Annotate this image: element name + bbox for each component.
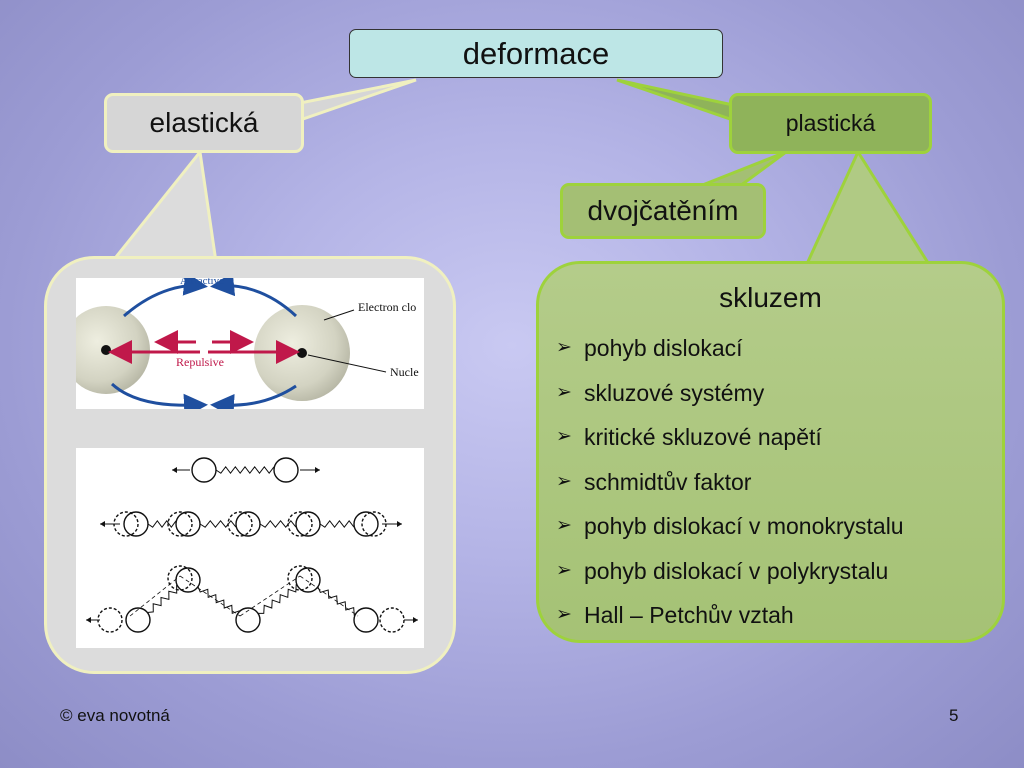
nucleus-leader [307,354,387,373]
twinning-label: dvojčatěním [587,195,739,226]
footer-author: © eva novotná [60,706,170,725]
displaced-atom-icon [167,511,193,537]
arrow-bullet-icon: ➢ [556,515,572,536]
displacement-line-icon [299,575,359,617]
attractive-label: Attractive [180,278,224,287]
spring-icon [199,520,237,528]
force-arrowhead-icon [172,467,177,473]
callout-pointer-elastic-title [298,78,417,123]
atom-icon [353,607,379,633]
displaced-atom-icon [97,607,123,633]
attractive-arrow-bottom-right [210,384,297,418]
slip-topic-text: kritické skluzové napětí [584,424,822,450]
atom-icon [353,511,379,537]
displaced-atom-icon [379,607,405,633]
elastic-label: elastická [149,107,259,138]
atom-icon [235,607,261,633]
atom-icon [125,607,151,633]
atom-icon [295,567,321,593]
slip-topic-text: pohyb dislokací v polykrystalu [584,557,889,584]
title-box: deformace [349,29,723,78]
spring-icon [317,586,355,616]
displaced-atom-icon [287,565,313,591]
attractive-arrow-bottom-left [110,382,208,418]
nucleus-label: Nucle [390,365,419,379]
force-arrowhead-icon [397,521,402,527]
force-arrowhead-icon [413,617,418,623]
plastic-panel [536,261,1005,643]
slip-topic-item: ➢ pohyb dislokací [556,330,904,375]
spring-icon [319,519,355,529]
attractive-arrow-top-right [210,272,298,318]
arrow-bullet-icon: ➢ [556,470,572,492]
atomic-bond-diagram: Attractive Repulsive Electron clo Nucle [62,271,419,418]
displacement-line-icon [129,575,181,617]
slip-topic-text: pohyb dislokací v monokrystalu [584,513,904,539]
arrow-bullet-icon: ➢ [556,426,572,447]
attractive-arrow-top-left [123,271,208,318]
callout-pointer-plastic-title [616,78,735,123]
atom-left-icon [62,306,150,394]
force-arrowhead-icon [100,521,105,527]
spring-icon [147,519,177,529]
slip-topic-text: schmidtův faktor [584,468,752,495]
plastic-label: plastická [785,110,876,136]
nucleus-right-icon [297,348,307,358]
atom-spring-figure [76,448,424,648]
arrow-bullet-icon: ➢ [556,559,572,581]
slip-topic-item: ➢ schmidtův faktor [556,464,904,509]
slip-topics-list: ➢ pohyb dislokací ➢ skluzové systémy ➢ kritic… [556,330,904,642]
twinning-box: dvojčatěním [560,183,766,239]
spring-icon [147,584,178,614]
displaced-atom-icon [167,565,193,591]
callout-pointer-elastic-panel [108,148,218,264]
atom-icon [191,457,217,483]
repulsive-label: Repulsive [176,355,224,369]
callout-pointer-plastic-panel [803,148,933,268]
force-arrowhead-icon [86,617,91,623]
page-number: 5 [949,706,959,725]
electron-cloud-label: Electron clo [358,300,416,314]
slip-topic-text: pohyb dislokací [584,335,743,361]
title-text: deformace [462,35,610,71]
atom-icon [123,511,149,537]
elastic-box: elastická [104,93,304,153]
displacement-line-icon [179,575,241,617]
nucleus-left-icon [101,345,111,355]
slip-topic-item: ➢ kritické skluzové napětí [556,419,904,464]
arrow-bullet-icon: ➢ [556,337,572,358]
arrow-bullet-icon: ➢ [556,381,572,403]
displaced-atom-icon [227,511,253,537]
slip-title: skluzem [719,282,822,313]
atom-icon [175,567,201,593]
plastic-box: plastická [729,93,932,154]
spring-icon [257,583,297,614]
atom-spring-diagram [86,457,418,633]
force-arrowhead-icon [315,467,320,473]
callout-pointer-twinning [699,150,787,188]
displaced-atom-icon [287,511,313,537]
slip-topic-item: ➢ pohyb dislokací v monokrystalu [556,508,904,553]
slip-topic-item: ➢ skluzové systémy [556,375,904,420]
slip-topic-text: skluzové systémy [584,379,765,406]
spring-icon [215,465,275,475]
electron-cloud-leader [323,309,355,321]
atomic-bond-figure: Attractive Repulsive Electron clo Nucle [62,271,424,418]
displacement-line-icon [239,575,301,617]
slip-topic-item: ➢ Hall – Petchův vztah [556,597,904,642]
spring-icon [197,586,240,615]
atom-icon [273,457,299,483]
slip-topic-item: ➢ pohyb dislokací v polykrystalu [556,553,904,598]
arrow-bullet-icon: ➢ [556,604,572,625]
spring-icon [259,520,297,528]
displaced-atom-icon [113,511,139,537]
slip-topic-text: Hall – Petchův vztah [584,602,794,628]
